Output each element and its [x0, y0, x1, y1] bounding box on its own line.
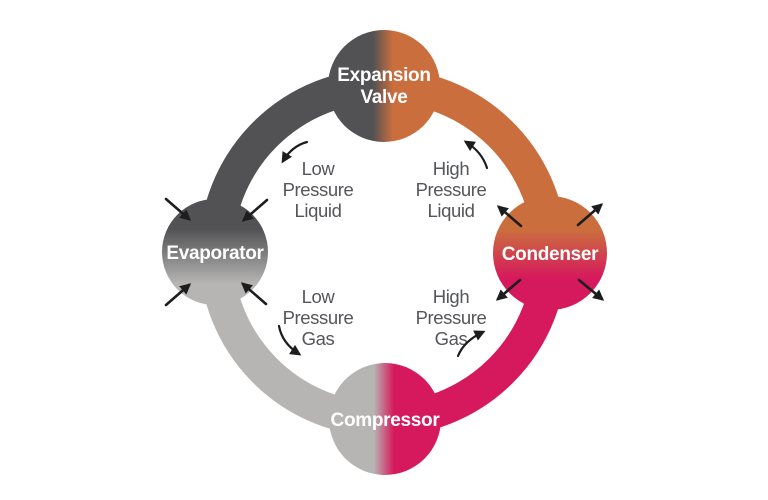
- flow-label-high-pressure-gas: High Pressure Gas: [416, 286, 487, 349]
- heat-out-arrow-top-left-icon: [496, 205, 523, 228]
- heat-out-arrow-top-right-icon: [576, 203, 604, 227]
- high-pressure-liquid-line2: Pressure: [416, 179, 487, 200]
- flow-arrow-to-evaporator-icon: [281, 140, 309, 164]
- heat-in-arrow-bottom-right-icon: [240, 282, 268, 306]
- high-pressure-gas-line2: Pressure: [416, 307, 487, 328]
- low-pressure-liquid-line3: Liquid: [295, 200, 342, 221]
- condenser-heat-out-arrows: [495, 203, 605, 301]
- flow-label-low-pressure-liquid: Low Pressure Liquid: [283, 158, 354, 221]
- condenser-label: Condenser: [502, 244, 599, 265]
- heat-out-arrow-bottom-left-icon: [495, 278, 522, 301]
- high-pressure-gas-line1: High: [433, 286, 470, 307]
- flow-arrow-to-condenser-icon: [456, 330, 486, 358]
- high-pressure-gas-line3: Gas: [435, 328, 468, 349]
- heat-in-arrow-bottom-left-icon: [164, 283, 192, 307]
- high-pressure-liquid-line1: High: [433, 158, 470, 179]
- low-pressure-liquid-line2: Pressure: [283, 179, 354, 200]
- low-pressure-liquid-line1: Low: [302, 158, 336, 179]
- flow-label-high-pressure-liquid: High Pressure Liquid: [416, 158, 487, 221]
- node-expansion-valve: [328, 30, 440, 142]
- node-compressor: [329, 363, 441, 475]
- flow-label-low-pressure-gas: Low Pressure Gas: [283, 286, 354, 349]
- compressor-label: Compressor: [331, 410, 441, 431]
- low-pressure-gas-line2: Pressure: [283, 307, 354, 328]
- low-pressure-gas-line1: Low: [302, 286, 336, 307]
- heat-in-arrow-top-right-icon: [241, 198, 269, 222]
- flow-arrow-to-expansion-valve-icon: [463, 140, 489, 170]
- heat-out-arrow-bottom-right-icon: [577, 278, 605, 301]
- expansion-valve-label-line2: Valve: [360, 87, 407, 108]
- high-pressure-liquid-line3: Liquid: [428, 200, 475, 221]
- flow-arrow-to-compressor-icon: [277, 324, 302, 356]
- expansion-valve-label-line1: Expansion: [337, 65, 430, 86]
- node-evaporator: [162, 199, 268, 305]
- heat-in-arrow-top-left-icon: [164, 197, 192, 221]
- evaporator-heat-in-arrows: [164, 197, 269, 307]
- evaporator-label: Evaporator: [166, 243, 264, 264]
- low-pressure-gas-line3: Gas: [302, 328, 335, 349]
